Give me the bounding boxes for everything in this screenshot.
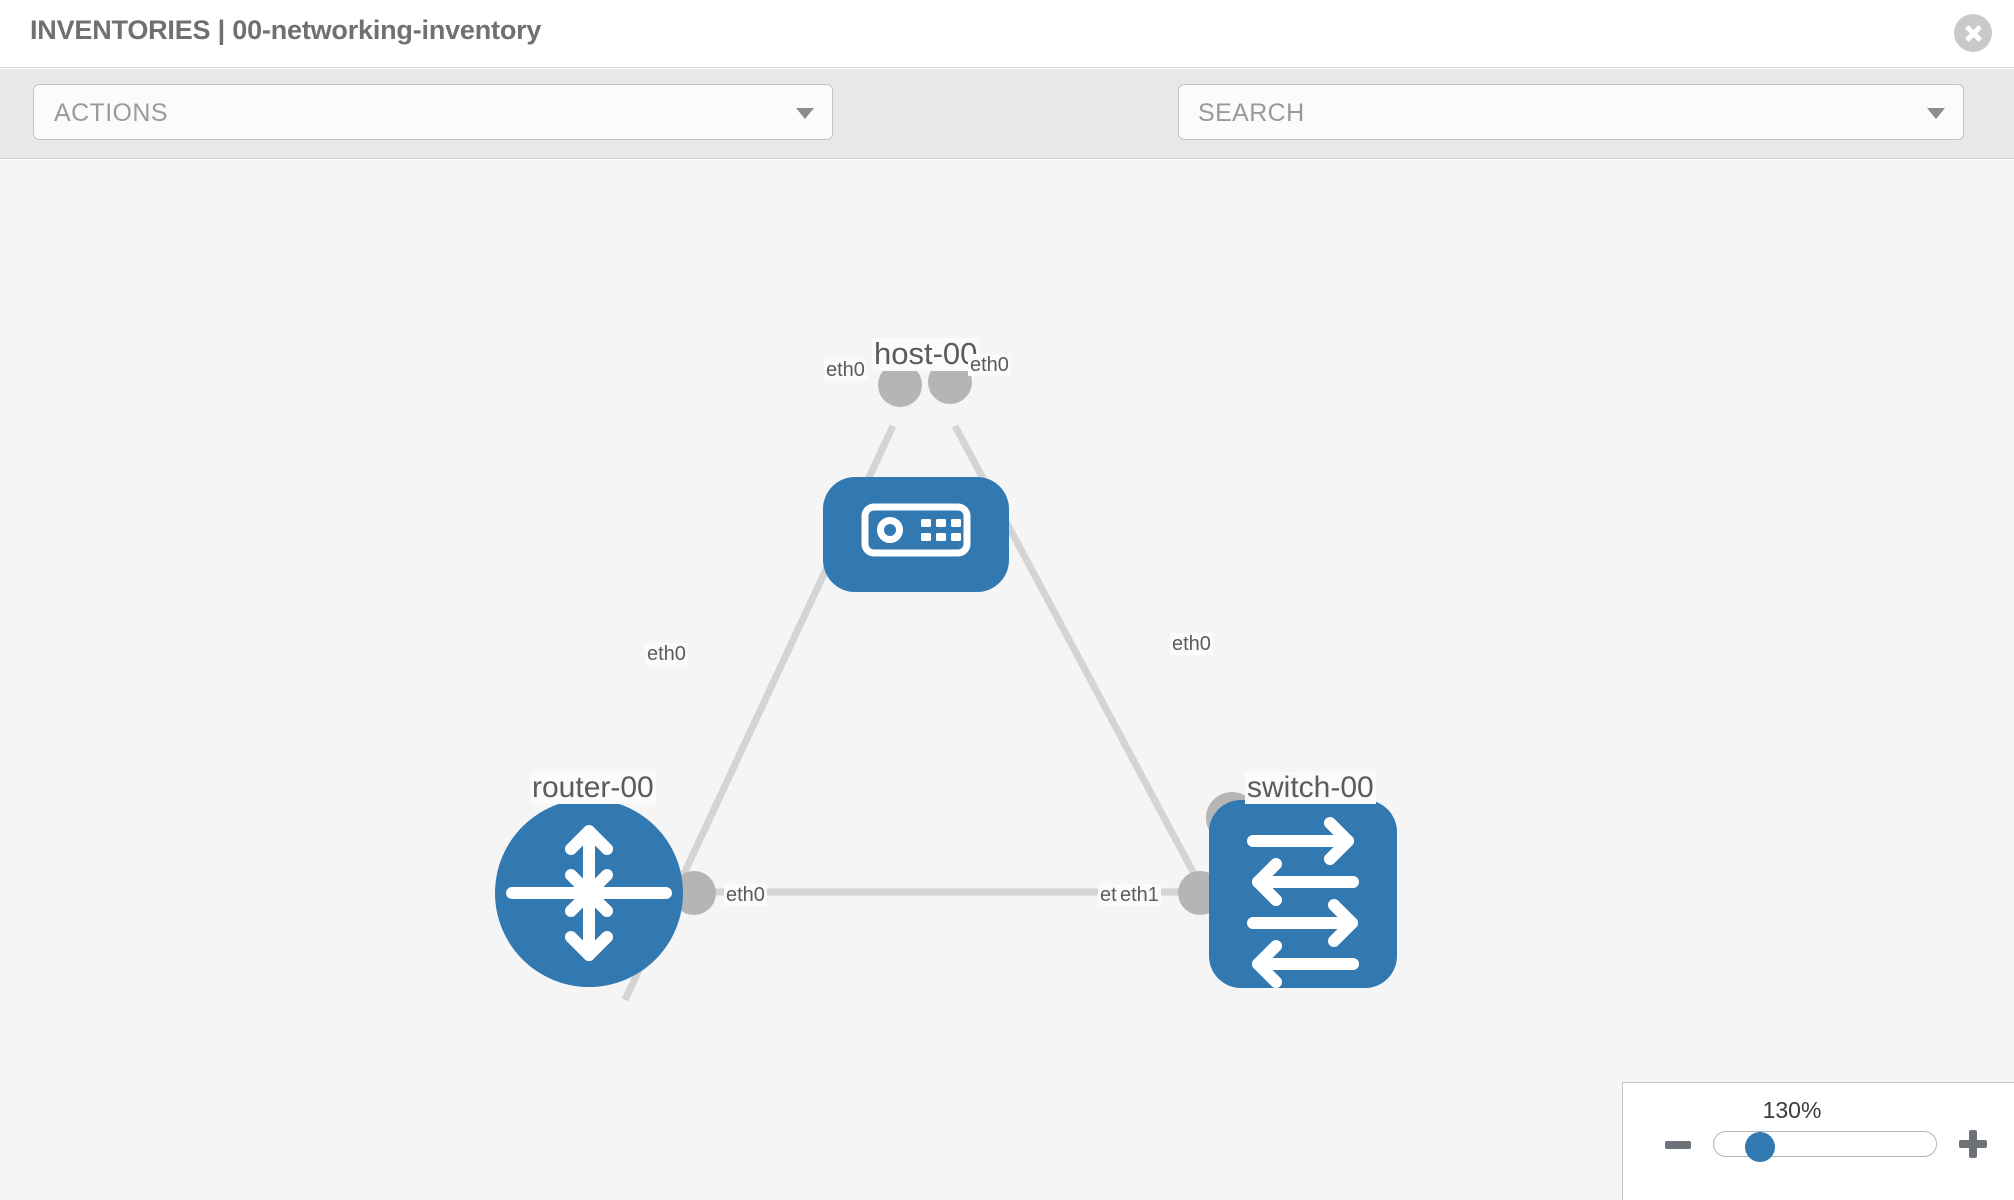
connector-router00-eth0[interactable] xyxy=(672,871,716,915)
node-label-switch-00: switch-00 xyxy=(1245,771,1376,804)
search-input[interactable]: SEARCH xyxy=(1178,84,1964,140)
node-host-00-shape[interactable] xyxy=(823,477,1009,592)
iface-label-host00-eth0-left: eth0 xyxy=(824,359,867,381)
zoom-in-button[interactable] xyxy=(1959,1130,1987,1158)
toolbar: ACTIONS SEARCH xyxy=(0,69,2014,205)
search-placeholder: SEARCH xyxy=(1198,99,1305,127)
iface-label-switch00-eth0-uplink: eth0 xyxy=(1170,633,1213,655)
zoom-in-icon-vertical xyxy=(1969,1130,1977,1158)
zoom-control-panel: 130% xyxy=(1622,1082,2014,1200)
connector-host00-eth0-right[interactable] xyxy=(928,360,972,404)
switch-arrows-icon xyxy=(1247,817,1359,988)
iface-label-switch00-eth1: eth1 xyxy=(1118,884,1161,906)
zoom-slider-thumb[interactable] xyxy=(1745,1132,1775,1162)
zoom-out-button[interactable] xyxy=(1665,1141,1691,1149)
topology-canvas[interactable]: host-00 router-00 switch-00 eth0 eth0 et… xyxy=(0,160,2014,1200)
node-label-router-00: router-00 xyxy=(530,771,656,804)
page-title: INVENTORIES | 00-networking-inventory xyxy=(30,15,542,45)
connector-host00-eth0-left[interactable] xyxy=(878,363,922,407)
node-router-00[interactable] xyxy=(495,799,683,987)
server-icon xyxy=(861,503,971,557)
chevron-down-icon xyxy=(1927,108,1945,119)
node-switch-00[interactable] xyxy=(1209,800,1397,988)
node-host-00[interactable] xyxy=(823,477,1009,592)
chevron-down-icon xyxy=(796,108,814,119)
close-icon[interactable] xyxy=(1954,14,1992,52)
zoom-level-label: 130% xyxy=(1762,1097,1822,1123)
router-arrows-icon xyxy=(506,825,672,961)
node-label-host-00: host-00 xyxy=(872,336,980,371)
iface-label-host00-eth0-right: eth0 xyxy=(968,354,1011,376)
app-header: INVENTORIES | 00-networking-inventory xyxy=(0,0,2014,68)
actions-dropdown[interactable]: ACTIONS xyxy=(33,84,833,140)
actions-dropdown-label: ACTIONS xyxy=(54,99,168,127)
topology-graph xyxy=(495,360,1397,1002)
iface-label-router00-eth0: eth0 xyxy=(724,884,767,906)
iface-label-router00-eth0-uplink: eth0 xyxy=(645,643,688,665)
